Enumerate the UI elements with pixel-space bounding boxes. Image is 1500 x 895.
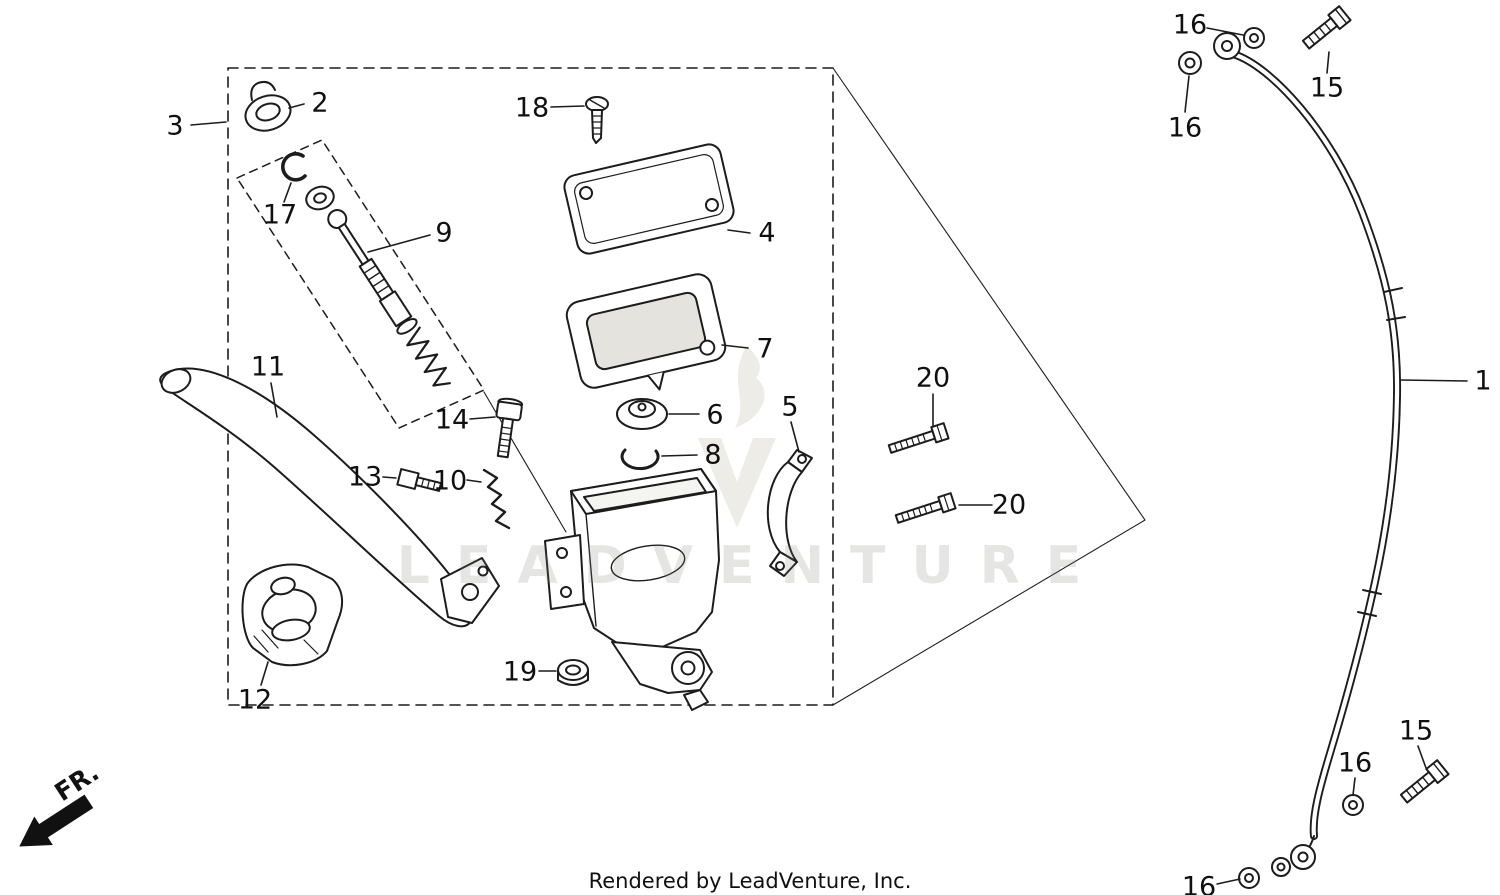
flange-nut	[557, 659, 589, 686]
mount-bolt-b	[894, 492, 957, 524]
boot-cap	[244, 80, 292, 132]
reservoir-cap	[563, 143, 735, 255]
fr-direction-arrow: FR.	[19, 757, 104, 847]
washer-17	[305, 185, 335, 211]
sealing-washer-top-b	[1178, 51, 1202, 75]
adjuster-bolt	[396, 468, 442, 492]
sealing-washer-bottom-c	[1342, 794, 1364, 816]
diaphragm-plate	[616, 398, 668, 430]
brake-hose	[1229, 50, 1406, 840]
sealing-washer-bottom-a	[1271, 857, 1291, 877]
oil-bolt-top	[1301, 5, 1352, 50]
master-cylinder-body	[544, 468, 720, 711]
spring	[482, 468, 511, 530]
mount-bolt-a	[887, 422, 950, 454]
banjo-fitting-top	[1213, 32, 1241, 60]
leader-lines	[190, 27, 1468, 885]
brake-lever	[159, 367, 500, 628]
sealing-washer-bottom-b	[1238, 867, 1260, 889]
lever-clamp	[766, 449, 813, 577]
snap-ring	[620, 448, 660, 471]
diaphragm	[565, 273, 727, 391]
circlip	[281, 152, 307, 182]
piston-set	[327, 209, 451, 387]
pivot-bolt	[495, 397, 524, 459]
oil-bolt-bottom	[1399, 759, 1450, 804]
banjo-fitting-bottom	[1290, 835, 1316, 870]
footer-credit: Rendered by LeadVenture, Inc.	[588, 869, 912, 893]
cap-screw	[585, 96, 609, 144]
lever-bracket	[241, 563, 344, 667]
sealing-washer-top-a	[1243, 27, 1265, 49]
fr-label: FR.	[49, 757, 104, 807]
leadventure-logo-watermark	[698, 345, 776, 528]
